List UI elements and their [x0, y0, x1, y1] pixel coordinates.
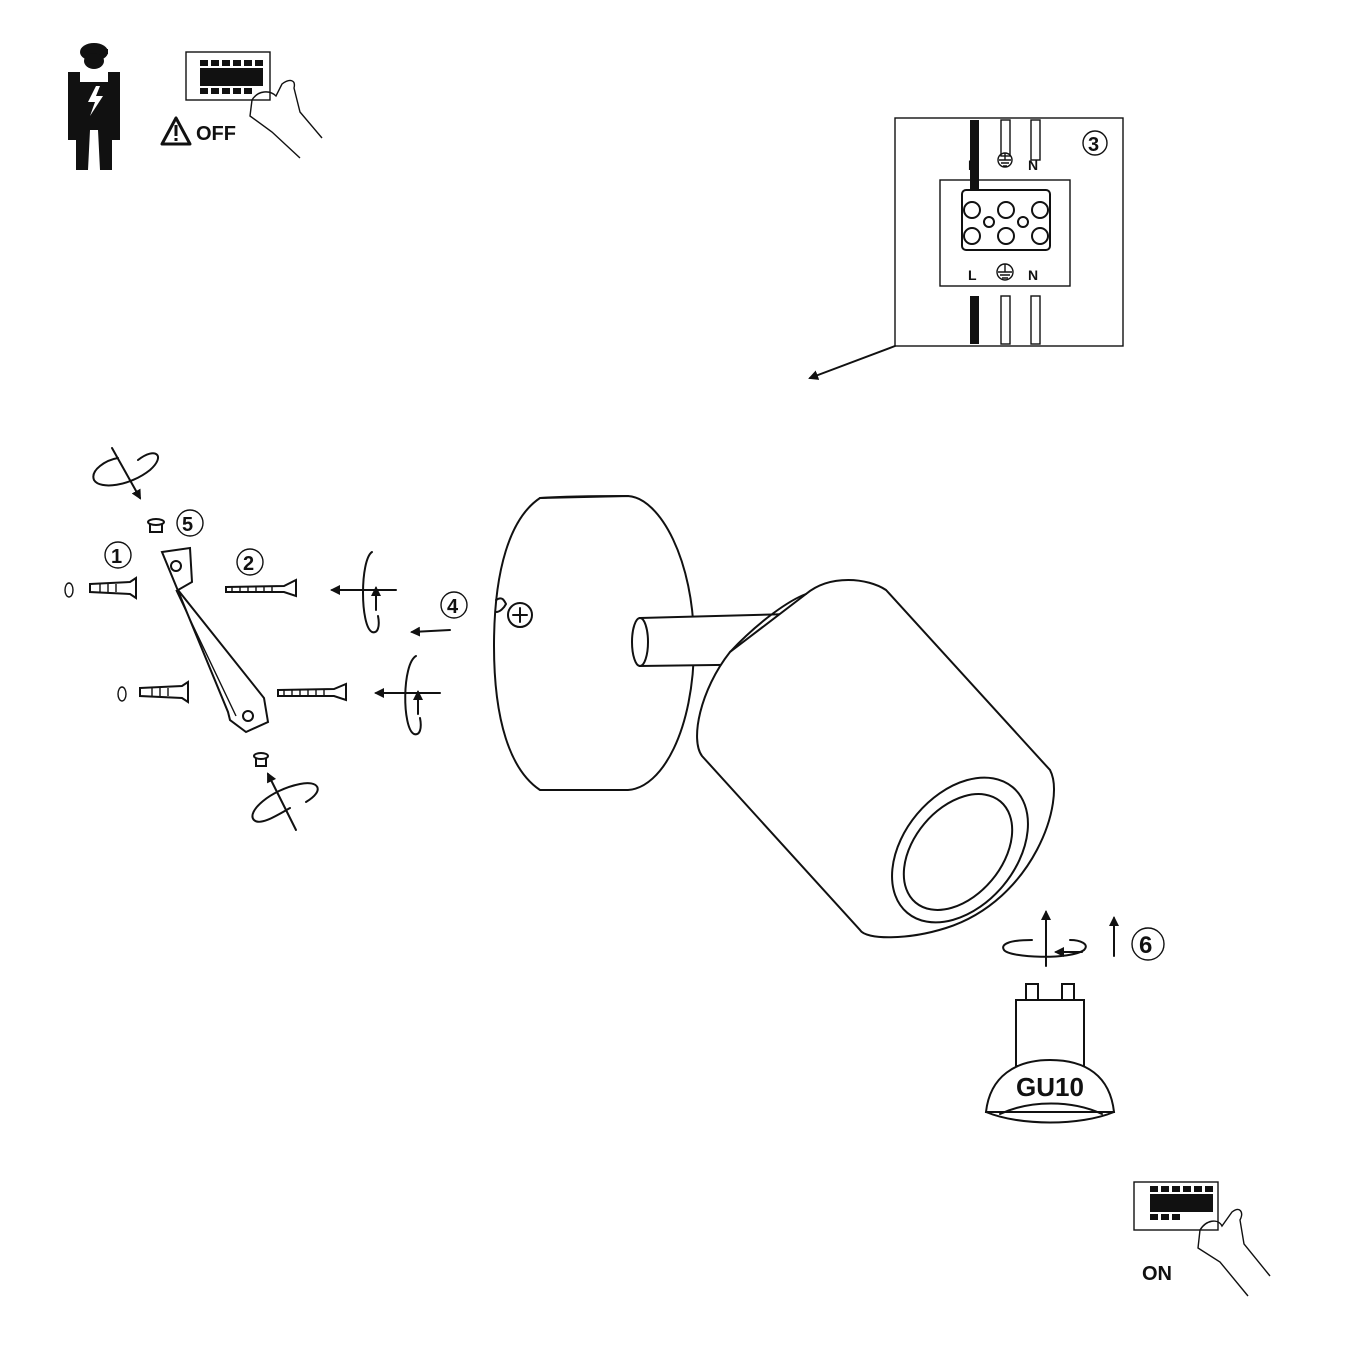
screw-icon	[277, 682, 347, 702]
breaker-panel-icon	[185, 51, 271, 101]
terminal-label-l-bottom: L	[968, 267, 977, 283]
hand-icon	[249, 79, 323, 159]
inset-pointer-arrow	[808, 345, 896, 380]
ground-symbol-icon	[996, 263, 1014, 281]
bulb-type-label: GU10	[1016, 1072, 1084, 1102]
electrician-icon	[68, 43, 120, 170]
off-label: OFF	[196, 123, 236, 145]
rotate-arrow-icon	[92, 447, 159, 500]
screw-icon	[147, 518, 165, 533]
breaker-panel-icon	[1133, 1181, 1219, 1231]
fixture-base	[492, 494, 696, 791]
wall-plug-icon	[64, 576, 137, 600]
ground-symbol-icon	[997, 152, 1013, 168]
step-1-number: 1	[111, 546, 122, 568]
arrow-icon	[410, 626, 451, 637]
wall-plug-icon	[117, 680, 189, 704]
terminal-label-n-top: N	[1028, 157, 1038, 173]
screw-icon	[253, 752, 269, 767]
rotate-arrow-icon	[1002, 910, 1087, 967]
terminal-label-l-top: L	[968, 157, 977, 173]
on-label: ON	[1142, 1263, 1172, 1285]
step-4-number: 4	[447, 596, 459, 618]
hand-icon	[1197, 1208, 1271, 1297]
wiring-inset	[894, 117, 1124, 347]
step-6-number: 6	[1139, 932, 1152, 959]
warning-icon	[160, 116, 192, 146]
step-2-number: 2	[243, 553, 254, 575]
step-3-number: 3	[1088, 134, 1099, 156]
rotate-arrow-icon	[374, 655, 441, 736]
step-5-number: 5	[182, 514, 193, 536]
rotate-arrow-icon	[251, 772, 319, 831]
gu10-bulb	[984, 983, 1116, 1124]
spotlight-head	[696, 579, 1055, 939]
screw-icon	[225, 578, 297, 598]
rotate-arrow-icon	[330, 551, 397, 634]
mounting-bracket	[160, 546, 270, 734]
terminal-label-n-bottom: N	[1028, 267, 1038, 283]
